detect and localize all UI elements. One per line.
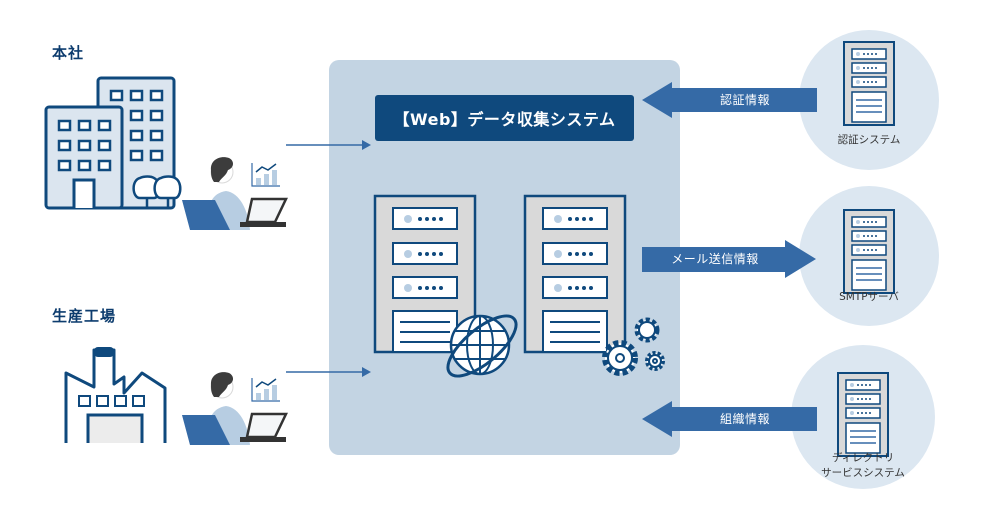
auth-system-label: 認証システム [837,134,901,146]
smtp-server-label: SMTPサーバ [839,291,899,303]
globe-icon [446,314,518,378]
mail-info-arrow [642,240,816,278]
hq-label: 本社 [52,44,85,62]
factory-icon [64,347,167,443]
factory-label: 生産工場 [52,307,117,325]
app-server-icon [523,194,627,354]
office-building-icon [44,76,182,210]
server-rack-icon [837,372,889,457]
factory-to-system-arrow [286,367,371,377]
worker-with-laptop-icon [182,157,288,230]
worker-with-laptop-icon [182,372,288,445]
org-info-arrow [642,401,817,437]
mail-info-label: メール送信情報 [671,252,759,266]
auth-info-label: 認証情報 [719,93,770,107]
org-info-label: 組織情報 [719,412,770,426]
server-rack-icon [843,209,895,294]
hq-to-system-arrow [286,140,371,150]
gears-icon [602,317,665,376]
directory-service-label-line2: サービスシステム [821,467,905,479]
auth-info-arrow [642,82,817,118]
server-rack-icon [843,41,895,126]
system-title: 【Web】データ収集システム [375,95,634,141]
directory-service-label-line1: ディレクトリ [831,452,895,464]
